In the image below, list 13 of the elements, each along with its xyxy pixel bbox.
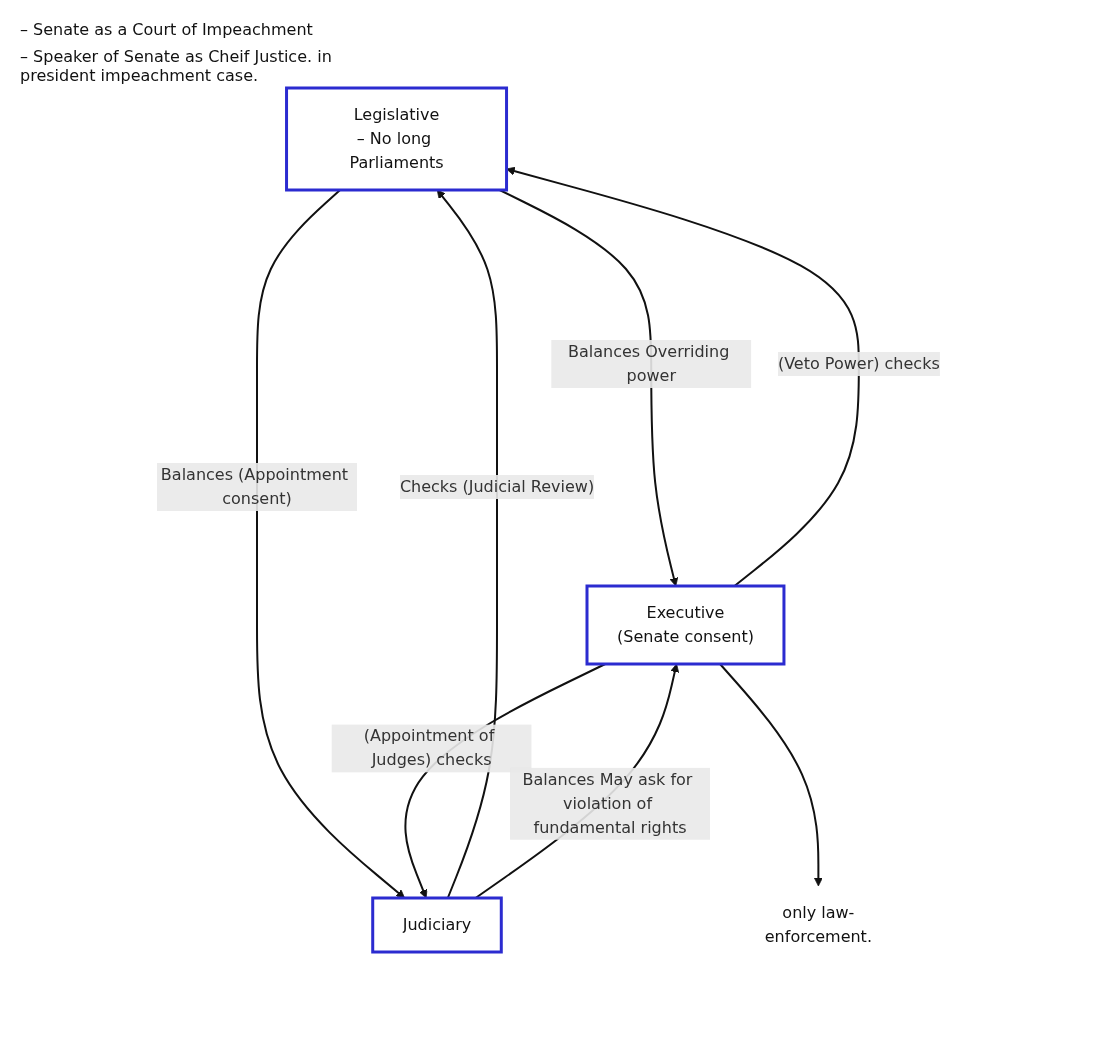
edge-label: Balances (Appointment consent) — [160, 465, 349, 508]
node-text: only law-enforcement. — [764, 903, 873, 946]
edge-label: Balances May ask for violation of fundamental rights — [522, 769, 693, 837]
edge-label: (Appointment of Judges) checks — [363, 726, 495, 770]
edge-label: Checks (Judicial Review) — [400, 477, 595, 496]
note-text: – Senate as a Court of Impeachment — [20, 20, 314, 39]
note-text: – Speaker of Senate as Cheif Justice. in president impeachment case. — [20, 47, 333, 85]
node-box: Executive (Senate consent) — [585, 584, 786, 666]
node-box: Legislative – No long Parliaments — [285, 86, 509, 192]
arrow — [506, 166, 860, 587]
edge-label: Balances Overriding power — [568, 342, 730, 385]
edge-label: (Veto Power) checks — [778, 354, 940, 373]
node-box: Judiciary — [371, 896, 503, 954]
